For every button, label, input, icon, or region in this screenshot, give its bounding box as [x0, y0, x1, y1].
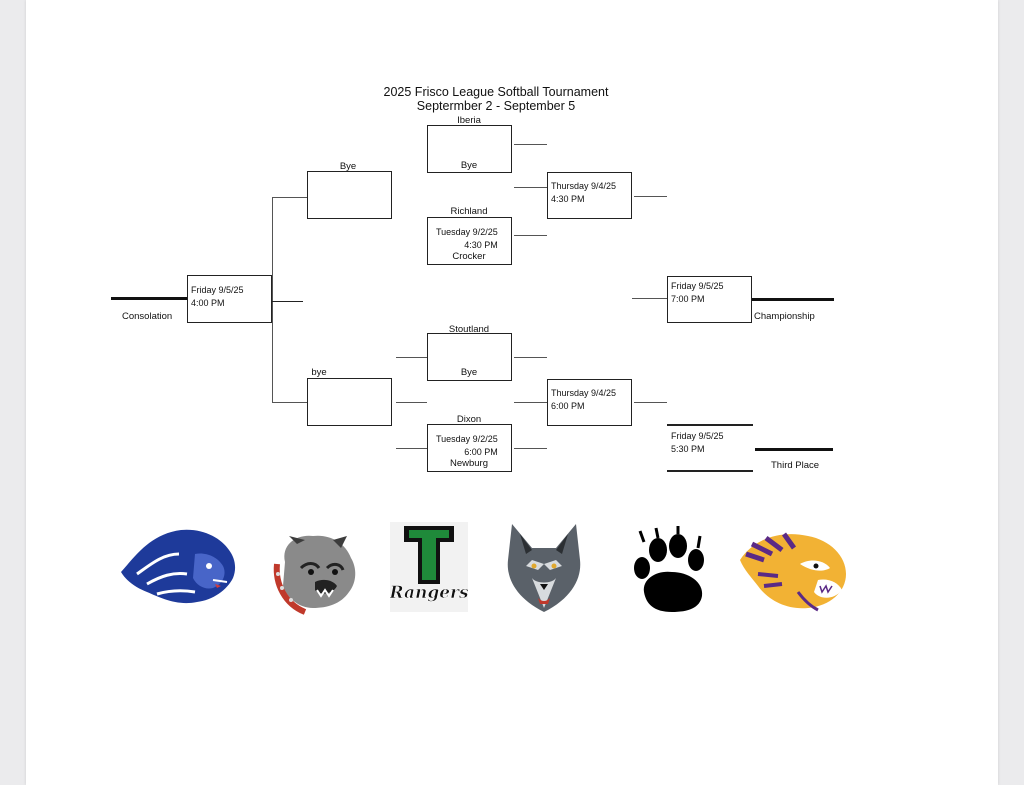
connector-line [634, 402, 667, 403]
team-bye-slot2: Bye [460, 367, 478, 378]
tiger-logo [740, 532, 846, 612]
connector-line [272, 301, 303, 302]
lion-logo [121, 529, 236, 604]
game-time-thu-1: Thursday 9/4/25 4:30 PM [551, 181, 617, 204]
third-place-line-bottom [667, 470, 753, 472]
page-title: 2025 Frisco League Softball Tournament [383, 85, 609, 99]
label-consolation: Consolation [122, 311, 173, 322]
game-time-tue-1: Tuesday 9/2/25 4:30 PM [436, 227, 498, 250]
rangers-logo: Rangers [390, 522, 468, 612]
connector-line [634, 196, 667, 197]
game-time-thu-2: Thursday 9/4/25 6:00 PM [551, 388, 617, 411]
connector-line [514, 402, 547, 403]
team-richland: Richland [450, 206, 488, 217]
game-box-richland-crocker [427, 217, 512, 265]
team-stoutland: Stoutland [448, 324, 490, 335]
game-time-tue-2: Tuesday 9/2/25 6:00 PM [436, 434, 498, 457]
game-box-championship [667, 276, 752, 323]
connector-line [396, 402, 427, 403]
game-time-consolation: Friday 9/5/25 4:00 PM [191, 285, 244, 308]
consolation-line [111, 297, 187, 300]
connector-line [632, 298, 667, 299]
game-box-stoutland [427, 333, 512, 381]
game-box-consolation [187, 275, 272, 323]
wolf-logo [507, 524, 581, 612]
game-time-championship: Friday 9/5/25 7:00 PM [671, 281, 724, 304]
team-newburg: Newburg [449, 458, 489, 469]
connector-line [272, 197, 307, 198]
championship-line [752, 298, 834, 301]
game-box-thursday-2 [547, 379, 632, 426]
label-third-place: Third Place [771, 460, 820, 471]
bulldog-logo [273, 535, 356, 615]
connector-line [396, 357, 427, 358]
team-iberia: Iberia [457, 115, 481, 126]
connector-line [272, 402, 307, 403]
connector-line [514, 357, 547, 358]
game-time-third-place: Friday 9/5/25 5:30 PM [671, 431, 724, 454]
team-bye-slot1: Bye [460, 160, 478, 171]
connector-line [514, 144, 547, 145]
connector-line [396, 448, 427, 449]
game-box-thursday-1 [547, 172, 632, 219]
team-bye-lower: bye [311, 367, 327, 378]
consolation-box-bottom [307, 378, 392, 426]
consolation-box-top [307, 171, 392, 219]
page-subtitle: Septermber 2 - September 5 [416, 99, 576, 113]
game-box-dixon-newburg [427, 424, 512, 472]
bear-paw-logo [634, 526, 704, 612]
bracket-sheet: 2025 Frisco League Softball Tournament S… [26, 0, 998, 785]
consolation-bracket-line [272, 197, 273, 403]
third-place-line [755, 448, 833, 451]
label-championship: Championship [754, 311, 815, 322]
connector-line [514, 235, 547, 236]
connector-line [514, 448, 547, 449]
team-bye-top: Bye [339, 161, 357, 172]
team-crocker: Crocker [452, 251, 486, 262]
third-place-line-top [667, 424, 753, 426]
team-dixon: Dixon [456, 414, 482, 425]
connector-line [514, 187, 547, 188]
game-box-iberia [427, 125, 512, 173]
rangers-logo-text: Rangers [390, 583, 468, 603]
